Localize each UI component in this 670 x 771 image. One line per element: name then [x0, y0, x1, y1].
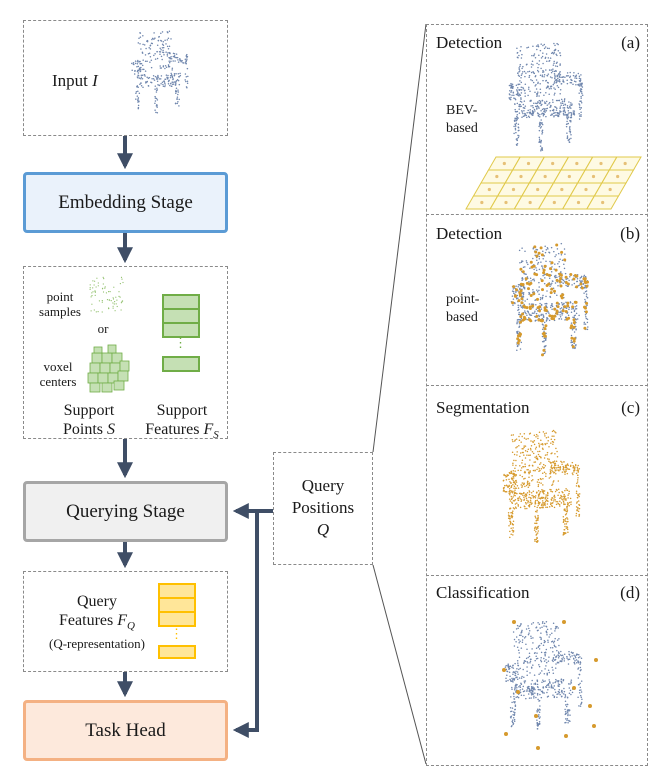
voxel-cubes — [87, 344, 130, 393]
input-box: Input I — [23, 20, 228, 136]
right-panel-column — [426, 24, 648, 766]
panel-d-graphics — [502, 620, 598, 750]
support-points-label: Support Points S — [54, 401, 124, 439]
support-features-stack — [162, 294, 200, 372]
query-features-stack — [158, 583, 196, 659]
support-graphics — [87, 276, 200, 393]
panel-c: Segmentation (c) — [426, 386, 648, 576]
panel-d-tag: (d) — [620, 583, 640, 602]
query-positions-line1: Query — [301, 476, 345, 495]
zoom-lines — [372, 23, 427, 765]
support-features-line2: Features — [145, 421, 200, 438]
query-positions-line2: Positions — [291, 498, 355, 517]
query-features-line1: Query — [77, 593, 117, 610]
panel-b-sub1: point- — [446, 292, 480, 307]
panel-b-sublabel: point- based — [446, 291, 479, 327]
support-points-line1: Support — [63, 402, 115, 419]
query-features-label: Query Features FQ — [42, 592, 152, 636]
query-features-box: Query Features FQ (Q-representation) ⋮ — [23, 571, 228, 672]
task-head-label: Task Head — [85, 719, 166, 741]
panel-b-sub2: based — [446, 310, 478, 325]
input-symbol: I — [92, 71, 98, 90]
panel-a: Detection (a) BEV- based — [426, 24, 648, 215]
support-features-sub: S — [213, 429, 219, 442]
panel-a-graphics — [465, 42, 642, 210]
support-features-label: Support Features FS — [142, 401, 222, 445]
task-head-box: Task Head — [23, 700, 228, 761]
querying-stage-box: Querying Stage — [23, 481, 228, 542]
support-points-symbol: S — [107, 421, 115, 438]
panel-d: Classification (d) — [426, 576, 648, 766]
support-features-line1: Support — [156, 402, 208, 419]
panel-a-title: Detection — [436, 33, 503, 52]
panel-c-tag: (c) — [621, 398, 640, 417]
embedding-stage-label: Embedding Stage — [58, 191, 193, 213]
support-features-ellipsis: ⋮ — [174, 335, 187, 350]
panel-a-tag: (a) — [621, 33, 640, 52]
panel-b-tag: (b) — [620, 224, 640, 243]
input-label: Input I — [52, 71, 98, 90]
query-positions-symbol: Q — [316, 520, 330, 539]
panel-d-title: Classification — [436, 583, 530, 602]
input-text: Input — [52, 71, 88, 90]
query-positions-box: Query Positions Q — [273, 452, 373, 565]
panel-c-graphics — [502, 429, 581, 544]
query-features-symbol: F — [117, 612, 128, 629]
querying-stage-label: Querying Stage — [66, 500, 185, 522]
panel-b: Detection (b) point- based — [426, 215, 648, 386]
input-chair-pointcloud — [131, 30, 189, 114]
panel-b-title: Detection — [436, 224, 503, 243]
panel-c-title: Segmentation — [436, 398, 530, 417]
panel-b-graphics — [510, 242, 589, 357]
point-samples-label: point samples — [39, 289, 81, 319]
voxel-centers-label: voxel centers — [39, 359, 77, 389]
support-features-symbol: F — [203, 421, 214, 438]
support-points-line2: Points — [62, 421, 103, 438]
support-box: point samples or voxel centers ⋮ Support… — [23, 266, 228, 441]
embedding-stage-box: Embedding Stage — [23, 172, 228, 233]
panel-a-sublabel: BEV- based — [446, 102, 478, 138]
or-label: or — [97, 321, 109, 336]
query-features-ellipsis: ⋮ — [170, 626, 183, 641]
panel-a-sub1: BEV- — [446, 103, 478, 118]
arrow-positions-to-taskhead — [232, 511, 259, 738]
query-features-sub: Q — [127, 620, 135, 633]
q-representation-label: (Q-representation) — [48, 636, 145, 651]
query-features-line2: Features — [59, 612, 114, 629]
panel-a-sub2: based — [446, 121, 478, 136]
